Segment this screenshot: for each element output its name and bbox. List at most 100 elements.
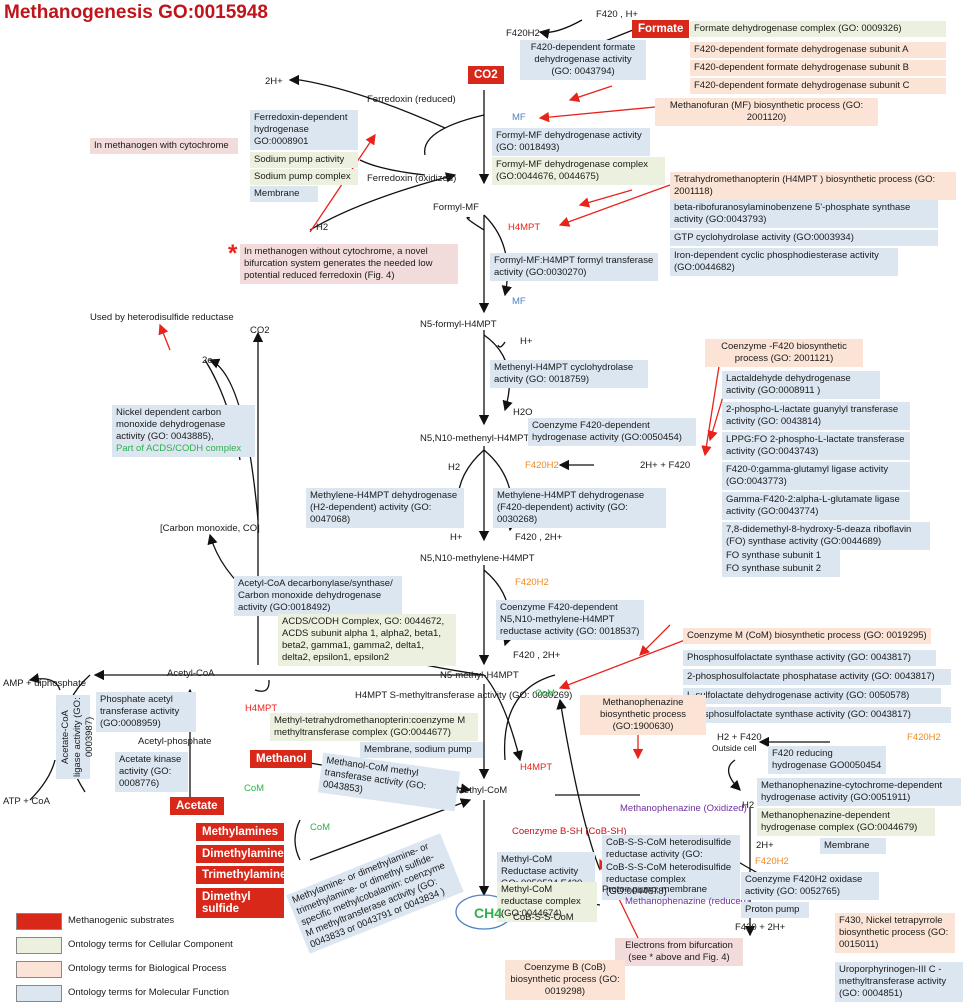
- h4mpt-out: H4MPT: [520, 762, 553, 773]
- hplus-label-2: H+: [450, 532, 463, 543]
- n5-formyl-h4mpt: N5-formyl-H4MPT: [420, 319, 497, 330]
- page-title: Methanogenesis GO:0015948: [4, 2, 268, 23]
- f420-2h-label: F420 , 2H+: [515, 532, 563, 543]
- mer-reductase-activity: Coenzyme F420-dependent N5,N10-methylene…: [496, 600, 644, 640]
- com-label-b: CoM: [244, 783, 265, 794]
- used-by-heterodisulfide-reductase: Used by heterodisulfide reductase: [90, 312, 234, 323]
- f420-gene-3: LPPG:FO 2-phospho-L-lactate transferase …: [722, 432, 910, 460]
- co2-left: CO2: [250, 325, 270, 336]
- substrate-formate: Formate: [632, 20, 690, 38]
- f420-gene-4: F420-0:gamma-glutamyl ligase activity (G…: [722, 462, 910, 490]
- acetate-coa-ligase: Acetate-CoA ligase activity (GO: 0003987…: [56, 695, 95, 779]
- acds-codh-complex: ACDS/CODH Complex, GO: 0044672, ACDS sub…: [278, 614, 456, 666]
- com-gene-2: 2-phosphosulfolactate phosphatase activi…: [683, 669, 951, 685]
- hdr-complex: CoB-S-S-CoM heterodisulfide reductase co…: [602, 860, 740, 900]
- methanophenazine-hydrogenase-complex: Methanophenazine-dependent hydrogenase c…: [757, 808, 935, 836]
- proton-pump-membrane: Proton pump, membrane: [602, 884, 708, 895]
- h4mpt-gene-3: Iron-dependent cyclic phosphodiesterase …: [670, 248, 898, 276]
- com-gene-1: Phosphosulfolactate synthase activity (G…: [683, 650, 936, 666]
- sodium-pump-complex: Sodium pump complex: [250, 169, 358, 185]
- f420h2-top: F420H2: [506, 28, 540, 39]
- cob-biosynthetic-process: Coenzyme B (CoB) biosynthetic process (G…: [505, 960, 625, 1000]
- formyl-mf-dh-activity: Formyl-MF dehydrogenase activity (GO: 00…: [492, 128, 650, 156]
- h2-plus-f420: H2 + F420: [717, 732, 762, 743]
- substrate-dimethylamine: Dimethylamine: [196, 845, 284, 863]
- two-electrons: 2e-: [202, 355, 216, 366]
- formate-go-subunit-b: F420-dependent formate dehydrogenase sub…: [690, 60, 946, 76]
- membrane-sodium-pump: Membrane, sodium pump: [360, 742, 483, 758]
- hplus-label: H+: [520, 336, 533, 347]
- acetyl-phosphate: Acetyl-phosphate: [138, 736, 212, 747]
- mcr-complex: Methyl-CoM reductase complex (GO:0044674…: [497, 882, 597, 922]
- outside-cell: Outside cell: [712, 743, 757, 753]
- ferredoxin-reduced: Ferredoxin (reduced): [367, 94, 456, 105]
- in-methanogen-with-cytochrome: In methanogen with cytochrome: [90, 138, 238, 154]
- f420-reducing-hydrogenase: F420 reducing hydrogenase GO0050454: [768, 746, 886, 774]
- acds-part-text: Part of ACDS/CODH complex: [116, 442, 242, 454]
- f430-biosynthetic-process: F430, Nickel tetrapyrrole biosynthetic p…: [835, 913, 955, 953]
- com-label: CoM: [535, 688, 556, 699]
- f420h2-label: F420H2: [525, 460, 559, 471]
- methanophenazine-reduced: Methanophenazine (reduced): [625, 896, 750, 907]
- acetate-kinase-activity: Acetate kinase activity (GO: 0008776): [115, 752, 188, 792]
- mtr-complex: Methyl-tetrahydromethanopterin:coenzyme …: [270, 713, 478, 741]
- legend-label-substrate: Methanogenic substrates: [68, 915, 175, 926]
- f420-2h-label-b: F420 , 2H+: [513, 650, 561, 661]
- legend-swatch-component: [16, 937, 62, 954]
- formate-go-subunit-c: F420-dependent formate dehydrogenase sub…: [690, 78, 946, 94]
- f420-gene-5: Gamma-F420-2:alpha-L-glutamate ligase ac…: [722, 492, 910, 520]
- h2-label-right: H2: [742, 800, 755, 811]
- n5-methyl-h4mpt: N5-methyl-H4MPT: [440, 670, 519, 681]
- amp-diphosphate: AMP + diphosphate: [3, 678, 87, 689]
- legend-swatch-process: [16, 961, 62, 978]
- mtd-f420-activity: Methylene-H4MPT dehydrogenase (F420-depe…: [493, 488, 666, 528]
- h4mpt-label: H4MPT: [508, 222, 541, 233]
- proton-pump: Proton pump: [741, 902, 809, 918]
- f420-hplus-top: F420 , H+: [596, 9, 638, 20]
- legend-swatch-function: [16, 985, 62, 1002]
- formyl-mf-dh-complex: Formyl-MF dehydrogenase complex (GO:0044…: [492, 157, 665, 185]
- substrate-acetate: Acetate: [170, 797, 224, 815]
- acds-activity: Acetyl-CoA decarbonylase/synthase/ Carbo…: [234, 576, 402, 616]
- formate-go-item: Formate dehydrogenase complex (GO: 00093…: [694, 23, 902, 34]
- sodium-pump-activity: Sodium pump activity: [250, 152, 358, 168]
- f420h2-right: F420H2: [907, 732, 941, 743]
- f420h2-oxidase: Coenzyme F420H2 oxidase activity (GO: 00…: [741, 872, 879, 900]
- n5-n10-methenyl-h4mpt: N5,N10-methenyl-H4MPT: [420, 433, 530, 444]
- 2h-plus-f420: 2H+ + F420: [640, 460, 691, 471]
- f420-gene-1: Lactaldehyde dehydrogenase activity (GO:…: [722, 371, 880, 399]
- substrate-trimethylamine: Trimethylamine: [196, 866, 286, 884]
- h2o-label: H2O: [513, 407, 533, 418]
- ferredoxin-membrane: Membrane: [250, 186, 318, 202]
- n5-n10-methylene-h4mpt: N5,N10-methylene-H4MPT: [420, 553, 535, 564]
- f420-formate-dh-activity: F420-dependent formate dehydrogenase act…: [520, 40, 646, 80]
- cob-s-s-com: CoB-S-S-CoM: [513, 912, 574, 923]
- formyl-mf: Formyl-MF: [433, 202, 479, 213]
- electrons-from-bifurcation: Electrons from bifurcation (see * above …: [615, 938, 743, 966]
- legend-label-process: Ontology terms for Biological Process: [68, 963, 227, 974]
- co-dehydrogenase-activity: Nickel dependent carbon monoxide dehydro…: [112, 405, 255, 457]
- h2-label: H2: [448, 462, 461, 473]
- methyl-com: Methyl-CoM: [456, 785, 508, 796]
- formate-go-subunit-a: F420-dependent formate dehydrogenase sub…: [690, 42, 946, 58]
- f420h2-label-3: F420H2: [755, 856, 789, 867]
- cyclohydrolase-activity: Methenyl-H4MPT cyclohydrolase activity (…: [490, 360, 648, 388]
- mtr-activity: H4MPT S-methyltransferase activity (GO: …: [355, 690, 573, 701]
- h4mpt-left: H4MPT: [245, 703, 278, 714]
- membrane-right: Membrane: [820, 838, 886, 854]
- f420-gene-2: 2-phospho-L-lactate guanylyl transferase…: [722, 402, 910, 430]
- ferredoxin-oxidized: Ferredoxin (oxidized): [367, 173, 457, 184]
- coenzyme-b-sh: Coenzyme B-SH (CoB-SH): [512, 826, 627, 837]
- mf-biosynthetic-process: Methanofuran (MF) biosynthetic process (…: [655, 98, 878, 126]
- two-h-plus: 2H+: [756, 840, 774, 851]
- acetyl-coa: Acetyl-CoA: [167, 668, 215, 679]
- com-gene-4: Phosphosulfolactate synthase activity (G…: [683, 707, 951, 723]
- uroporphyrinogen-methyltransferase: Uroporphyrinogen-III C -methyltransferas…: [835, 962, 963, 1002]
- com-gene-3: L-sulfolactate dehydrogenase activity (G…: [683, 688, 941, 704]
- substrate-methylamines: Methylamines: [196, 823, 284, 841]
- in-methanogen-without-cytochrome: In methanogen without cytochrome, a nove…: [240, 244, 458, 284]
- ferredoxin-hydrogenase: Ferredoxin-dependent hydrogenase GO:0008…: [250, 110, 358, 150]
- mtd-h2-activity: Methylene-H4MPT dehydrogenase (H2-depend…: [306, 488, 464, 528]
- coenzyme-f420-biosynthetic-process: Coenzyme -F420 biosynthetic process (GO:…: [705, 339, 863, 367]
- f420-gene-8: FO synthase subunit 2: [722, 561, 840, 577]
